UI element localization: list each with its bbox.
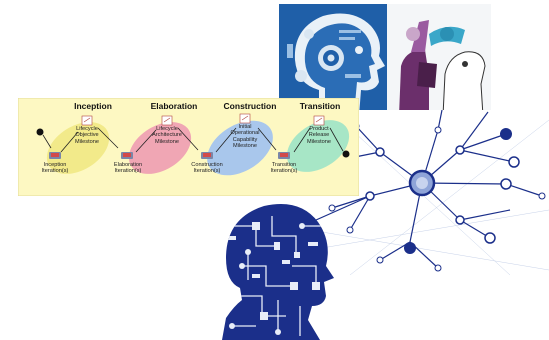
phase-ellipse-elaboration — [128, 122, 192, 174]
milestone-icon-1 — [81, 115, 93, 126]
iteration-icon-1 — [49, 152, 61, 159]
circuit-head-image — [212, 196, 344, 340]
phase-ellipse-construction — [207, 120, 273, 176]
iteration-label-construction: Construction Iteration(s) — [191, 162, 223, 175]
milestone-label-elaboration: Lifecycle Architecture Milestone — [152, 126, 182, 145]
iteration-icon-2 — [121, 152, 133, 159]
milestone-icon-4 — [313, 115, 325, 126]
phase-title-inception: Inception — [74, 101, 112, 111]
iteration-icon-4 — [278, 152, 290, 159]
phase-title-construction: Construction — [223, 101, 277, 111]
milestone-label-transition: Product Release Milestone — [307, 126, 331, 145]
iteration-label-inception: Inception Iteration(s) — [41, 162, 69, 175]
phase-ellipse-inception — [46, 122, 110, 174]
start-node — [36, 128, 44, 136]
phase-ellipse-transition — [286, 120, 350, 172]
iteration-label-transition: Transition Iteration(s) — [270, 162, 298, 175]
diagram-background — [18, 98, 359, 196]
milestone-label-construction: Initial Operational Capability Milestone — [230, 124, 260, 150]
milestone-icon-3 — [239, 113, 251, 124]
milestone-label-inception: Lifecycle Objective Milestone — [75, 126, 99, 145]
robot-heads-icon — [279, 4, 491, 117]
phase-title-elaboration: Elaboration — [150, 101, 198, 111]
iteration-label-elaboration: Elaboration Iteration(s) — [113, 162, 143, 175]
circuit-head-silhouette-icon — [222, 204, 334, 340]
rup-phases-diagram: Inception Elaboration Construction Trans… — [18, 98, 359, 196]
iteration-icon-3 — [201, 152, 213, 159]
phase-title-transition: Transition — [299, 101, 341, 111]
end-node — [342, 150, 350, 158]
robot-heads-image — [279, 4, 491, 117]
milestone-icon-2 — [161, 115, 173, 126]
